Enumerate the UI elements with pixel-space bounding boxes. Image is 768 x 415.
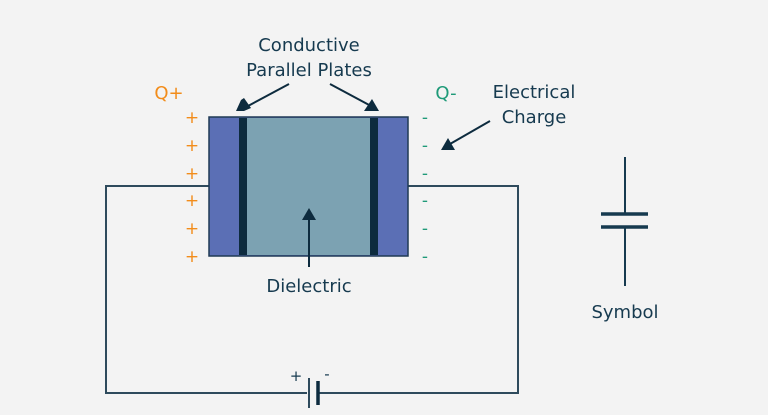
- charge-label-line2: Charge: [502, 107, 567, 128]
- plate-arrow-left: [236, 83, 290, 111]
- positive-charge-marker: +: [185, 219, 199, 239]
- charge-arrow: [441, 120, 491, 150]
- q-positive-label: Q+: [154, 83, 183, 104]
- right-conductive-plate: [370, 118, 378, 255]
- plates-label-line1: Conductive: [258, 35, 360, 56]
- battery-icon: [307, 376, 320, 410]
- positive-charge-marker: +: [185, 136, 199, 156]
- plates-label-line2: Parallel Plates: [246, 60, 372, 81]
- negative-charge-marker: -: [422, 247, 428, 267]
- charge-label-line1: Electrical: [493, 82, 576, 103]
- left-conductive-plate: [239, 118, 247, 255]
- capacitor-symbol-icon: [601, 157, 648, 286]
- negative-charges: - - - - - -: [422, 108, 428, 267]
- positive-charge-marker: +: [185, 164, 199, 184]
- negative-charge-marker: -: [422, 164, 428, 184]
- circuit-wire-left: [105, 185, 309, 394]
- symbol-label: Symbol: [591, 302, 658, 323]
- dielectric-label: Dielectric: [266, 276, 351, 297]
- plate-arrow-right: [329, 83, 379, 111]
- dielectric-arrow: [302, 208, 316, 267]
- positive-charge-marker: +: [185, 191, 199, 211]
- circuit-wire-right: [318, 185, 519, 394]
- negative-charge-marker: -: [422, 136, 428, 156]
- negative-charge-marker: -: [422, 108, 428, 128]
- battery-minus-label: -: [324, 365, 329, 383]
- q-negative-label: Q-: [435, 83, 456, 104]
- negative-charge-marker: -: [422, 219, 428, 239]
- negative-charge-marker: -: [422, 191, 428, 211]
- positive-charges: + + + + + +: [185, 108, 199, 267]
- positive-charge-marker: +: [185, 247, 199, 267]
- battery-plus-label: +: [290, 367, 303, 385]
- positive-charge-marker: +: [185, 108, 199, 128]
